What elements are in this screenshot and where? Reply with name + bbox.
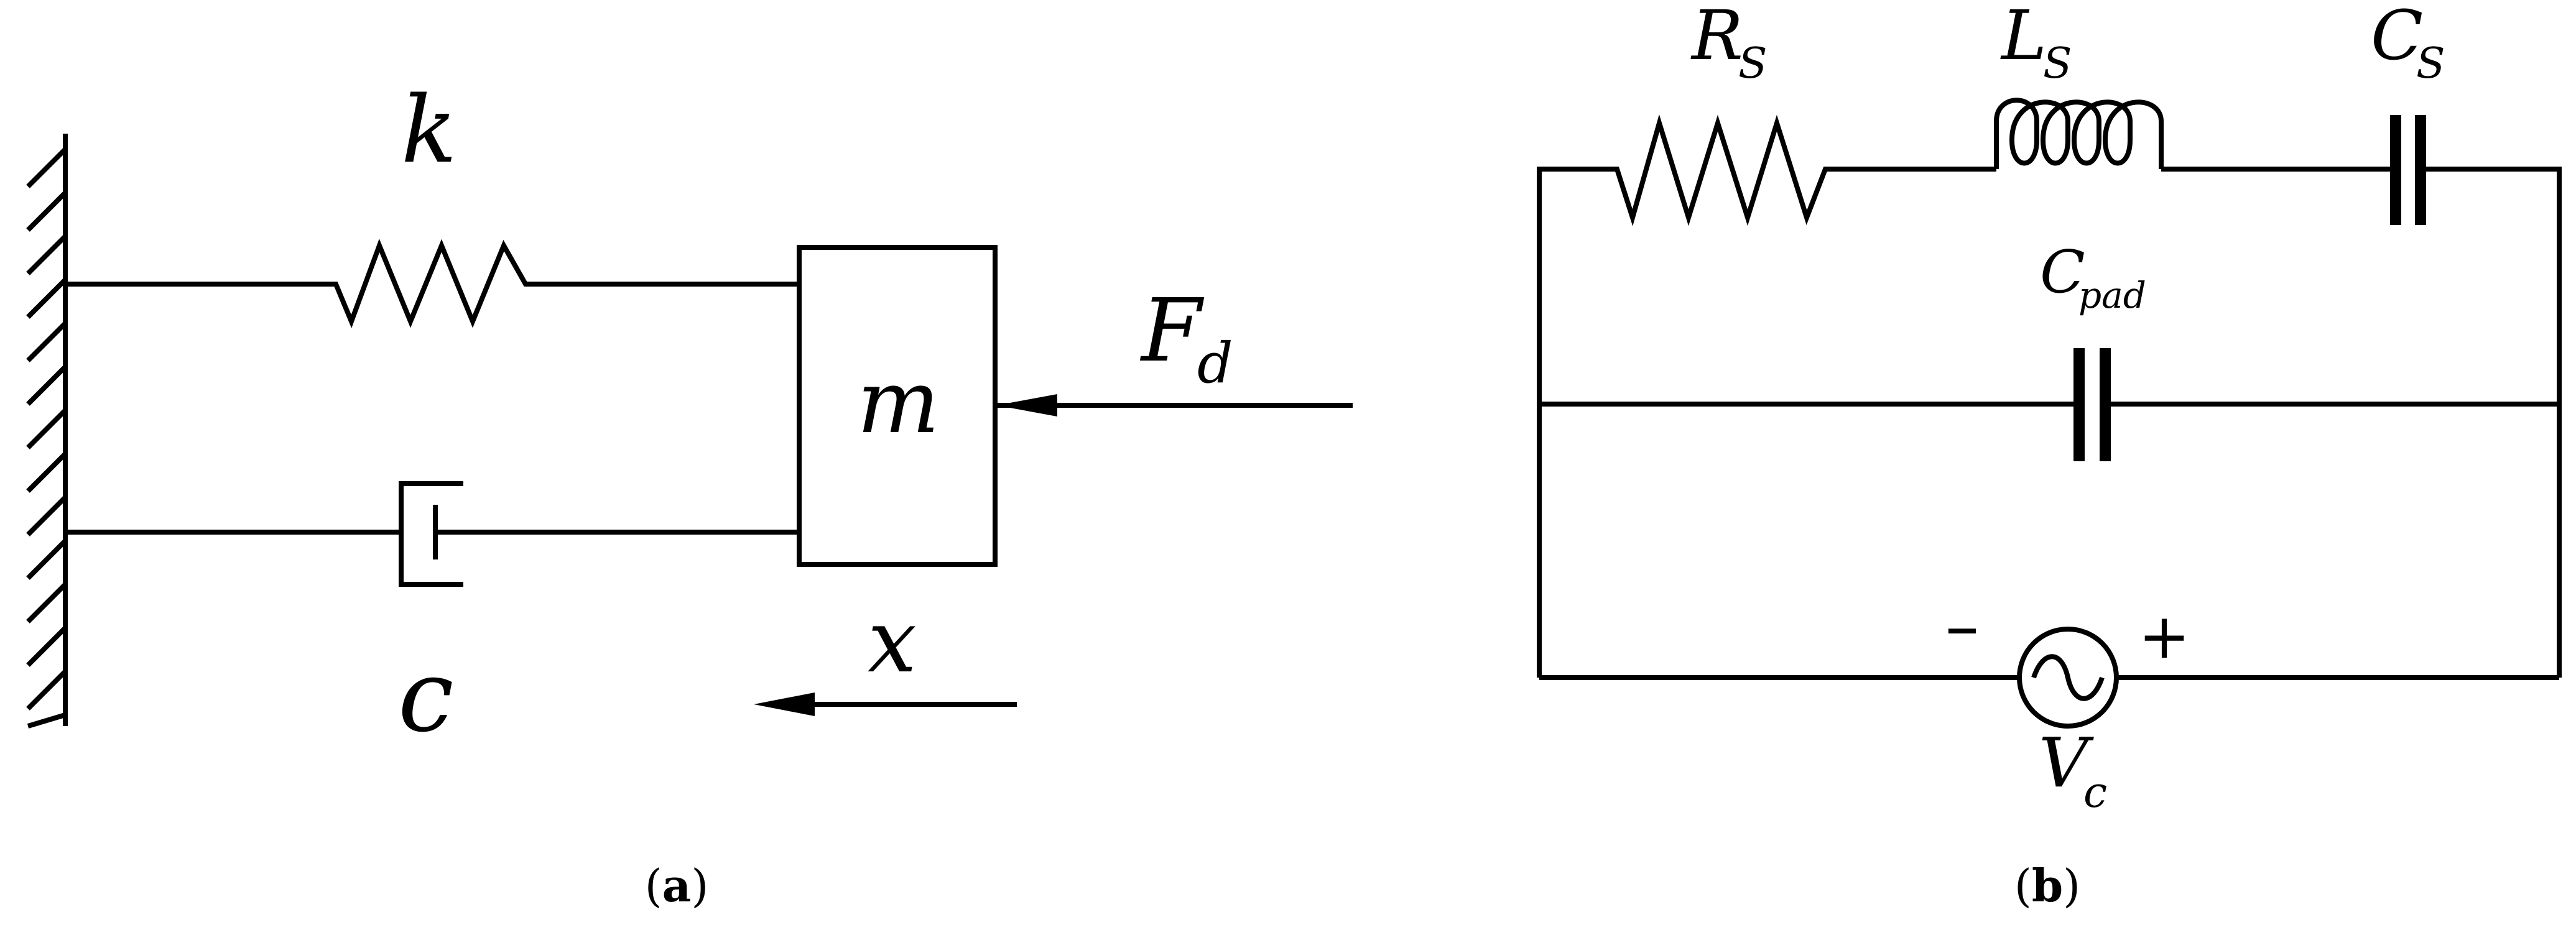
panel-b-equivalent-circuit: R S L S C S C pad V c – + (b) — [1537, 0, 2562, 912]
motional-branch — [1537, 98, 2562, 678]
mass-block — [797, 245, 998, 567]
series-capacitor-subscript: S — [2416, 39, 2445, 88]
pad-capacitance-branch — [1539, 348, 2559, 461]
displacement-label: x — [868, 591, 917, 693]
panel-a-mechanical-model: k c m F d x (a) — [26, 76, 1353, 912]
source-subscript: c — [2083, 768, 2107, 817]
force-label: F — [1139, 280, 1205, 382]
spring — [65, 238, 799, 328]
inductor — [1994, 98, 2164, 169]
positive-terminal-label: + — [2138, 600, 2190, 673]
spring-label: k — [401, 76, 457, 183]
damper-label: c — [398, 638, 454, 754]
fixed-wall — [26, 134, 68, 729]
mass-label: m — [857, 352, 940, 453]
caption-a: (a) — [645, 859, 709, 912]
displacement-arrowhead — [754, 693, 815, 716]
resistor-label: R — [1690, 0, 1743, 75]
series-capacitor-label: C — [2371, 0, 2423, 75]
caption-b: (b) — [2014, 859, 2081, 912]
negative-terminal-label: – — [1945, 586, 1980, 666]
resistor-subscript: S — [1738, 39, 1768, 88]
force-arrowhead — [996, 394, 1057, 416]
series-capacitor — [2390, 115, 2426, 225]
pad-capacitor-label: C — [2040, 238, 2085, 306]
pad-capacitor-subscript: pad — [2078, 274, 2146, 316]
damper — [65, 481, 799, 587]
source-branch — [1539, 627, 2559, 729]
inductor-subscript: S — [2043, 39, 2072, 88]
force-subscript: d — [1197, 331, 1233, 396]
inductor-label: L — [2000, 0, 2047, 75]
sine-wave-icon — [2031, 654, 2105, 701]
source-label: V — [2039, 723, 2094, 803]
